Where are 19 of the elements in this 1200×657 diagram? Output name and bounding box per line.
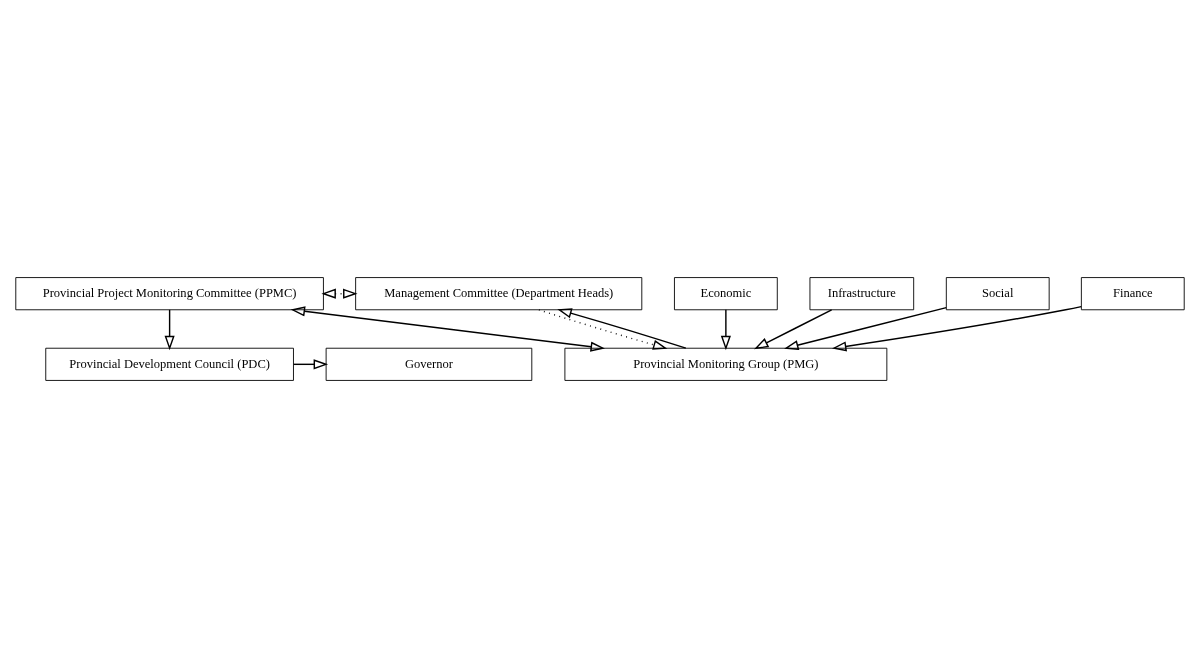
arrow	[754, 308, 833, 349]
arrow	[538, 308, 668, 350]
arrow	[293, 358, 329, 369]
node-box: Provincial Monitoring Group (PMG)	[564, 347, 888, 381]
node-box: Management Committee (Department Heads)	[355, 276, 643, 310]
node-box: Provincial Development Council (PDC)	[45, 347, 294, 381]
arrow	[164, 308, 175, 350]
node-box: Infrastructure	[809, 276, 915, 310]
node-box: Finance	[1080, 276, 1185, 310]
node-box: Provincial Project Monitoring Committee (PPMC)	[15, 276, 324, 310]
arrow	[557, 307, 687, 349]
arrow	[720, 308, 731, 350]
arrow	[784, 306, 947, 350]
node-box: Governor	[325, 347, 533, 381]
node-box: Economic	[674, 276, 778, 310]
node-box: Social	[945, 276, 1050, 310]
arrow	[321, 288, 358, 299]
arrow	[290, 305, 605, 352]
arrow	[831, 305, 1082, 351]
